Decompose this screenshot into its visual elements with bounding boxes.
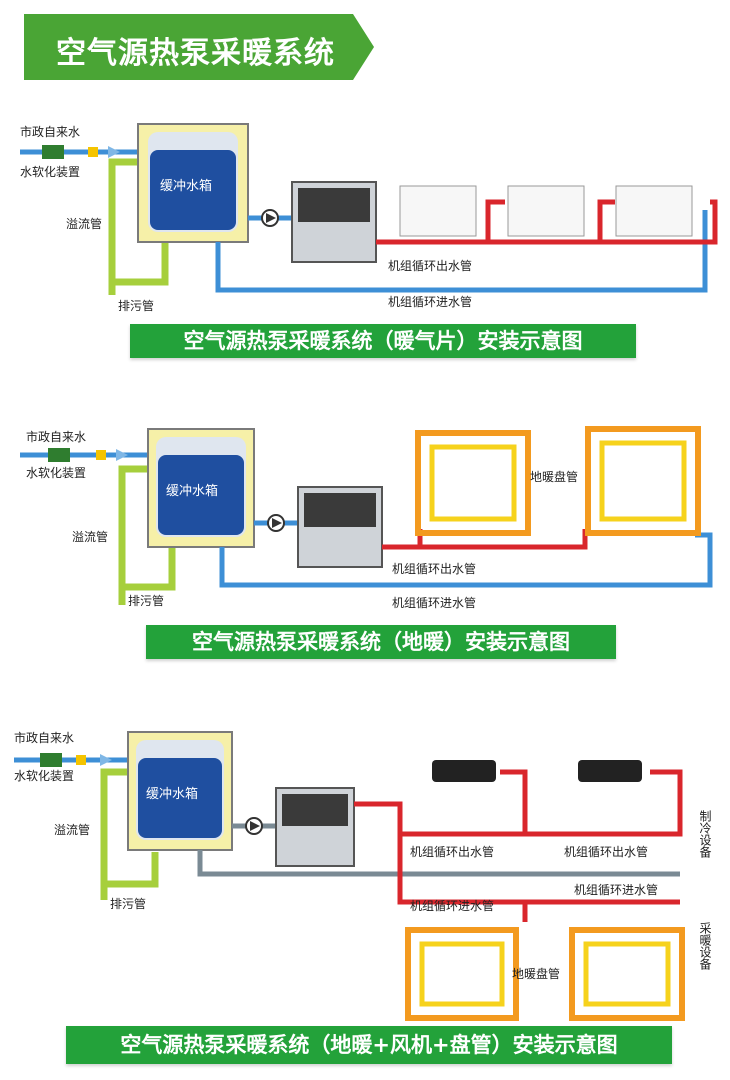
city-water-label: 市政自来水: [26, 429, 86, 444]
return-pipe: [215, 210, 708, 293]
heating-label: 采暖设备: [698, 922, 712, 971]
city-water-label: 市政自来水: [20, 124, 80, 139]
overflow-label: 溢流管: [66, 216, 102, 231]
heat-pump-fan-grille: [282, 794, 348, 826]
diagram-combined: 缓冲水箱 市政自来水 水软化装置 溢流管 排污管 机组循环出水管 机组循环出水管…: [14, 730, 712, 1021]
inlet-valve: [76, 755, 86, 765]
fan-coil-2: [578, 760, 642, 782]
section-radiator-banner: 空气源热泵采暖系统（暖气片）安装示意图: [130, 324, 636, 358]
supply-pipe: [376, 199, 718, 245]
coil-label: 地暖盘管: [530, 469, 578, 484]
flow-arrow-icon: [108, 146, 120, 158]
softener-label: 水软化装置: [26, 466, 86, 480]
buffer-tank-water: [158, 455, 244, 535]
softener-label: 水软化装置: [14, 769, 74, 783]
coil-label: 地暖盘管: [512, 966, 560, 981]
drain-pipe: [112, 240, 169, 286]
in-pipe-label-1: 机组循环进水管: [410, 898, 494, 913]
softener-device: [48, 448, 70, 462]
floor-coil-1: [405, 927, 519, 1021]
section-floor-title: 空气源热泵采暖系统（地暖）安装示意图: [192, 630, 570, 654]
out-pipe-label: 机组循环出水管: [388, 258, 472, 273]
fan-coil-1: [432, 760, 496, 782]
radiator-1: [399, 185, 477, 237]
out-pipe-label-1: 机组循环出水管: [410, 844, 494, 859]
drain-pipe: [104, 852, 159, 888]
softener-device: [42, 145, 64, 159]
supply-pipe-lower: [397, 834, 680, 922]
out-pipe-label: 机组循环出水管: [392, 561, 476, 576]
softener-label: 水软化装置: [20, 165, 80, 179]
drain-label: 排污管: [118, 298, 154, 313]
section-radiator: 缓冲水箱 市政自来水 水软化装置 溢流管 排污管 机组循环出水管 机组循环进水管…: [0, 110, 730, 370]
heat-pump-fan-grille: [304, 493, 376, 527]
flow-arrow-icon: [100, 754, 112, 766]
floor-coil-2-inner: [599, 440, 687, 522]
in-pipe-label-2: 机组循环进水管: [574, 882, 658, 897]
section-floor: 缓冲水箱 市政自来水 水软化装置 溢流管 排污管 地暖盘管 机组循环出水管 机组…: [0, 415, 730, 665]
overflow-label: 溢流管: [54, 822, 90, 837]
diagram-radiator: 缓冲水箱 市政自来水 水软化装置 溢流管 排污管 机组循环出水管 机组循环进水管: [20, 123, 718, 313]
overflow-pipe: [108, 158, 138, 295]
heat-pump-fan-grille: [298, 188, 370, 222]
floor-coil-2-inner: [583, 941, 671, 1007]
section-combined-banner: 空气源热泵采暖系统（地暖+风机+盘管）安装示意图: [66, 1026, 672, 1064]
city-water-label: 市政自来水: [14, 730, 74, 745]
in-pipe-label: 机组循环进水管: [392, 595, 476, 610]
return-pipe: [197, 850, 680, 877]
diagram-floor: 缓冲水箱 市政自来水 水软化装置 溢流管 排污管 地暖盘管 机组循环出水管 机组…: [20, 426, 713, 610]
inlet-valve: [88, 147, 98, 157]
floor-coil-2: [585, 426, 701, 536]
overflow-pipe: [118, 465, 148, 605]
radiator-2: [507, 185, 585, 237]
tank-label: 缓冲水箱: [146, 786, 198, 802]
inlet-valve: [96, 450, 106, 460]
radiator-3: [615, 185, 693, 237]
drain-pipe: [122, 545, 176, 591]
tank-label: 缓冲水箱: [160, 178, 212, 194]
floor-coil-1: [415, 430, 531, 536]
out-pipe-label-2: 机组循环出水管: [564, 844, 648, 859]
cooling-label: 制冷设备: [698, 810, 712, 859]
section-combined: 缓冲水箱 市政自来水 水软化装置 溢流管 排污管 机组循环出水管 机组循环出水管…: [0, 722, 730, 1074]
drain-label: 排污管: [128, 593, 164, 608]
section-radiator-title: 空气源热泵采暖系统（暖气片）安装示意图: [183, 329, 583, 353]
pump-arrow-icon: [266, 213, 276, 223]
overflow-pipe: [100, 768, 128, 900]
softener-device: [40, 753, 62, 767]
main-title: 空气源热泵采暖系统: [56, 36, 335, 71]
pump-arrow-icon: [272, 518, 282, 528]
buffer-tank-water: [150, 150, 236, 230]
section-floor-banner: 空气源热泵采暖系统（地暖）安装示意图: [146, 625, 616, 659]
floor-coil-1-inner: [419, 941, 505, 1007]
pump-arrow-icon: [250, 821, 260, 831]
tank-label: 缓冲水箱: [166, 483, 218, 499]
flow-arrow-icon: [116, 449, 128, 461]
drain-label: 排污管: [110, 896, 146, 911]
return-pipe: [219, 532, 713, 588]
in-pipe-label: 机组循环进水管: [388, 294, 472, 309]
overflow-label: 溢流管: [72, 529, 108, 544]
main-title-tab: 空气源热泵采暖系统: [24, 14, 374, 80]
supply-pipe: [354, 769, 683, 837]
floor-coil-2: [569, 927, 685, 1021]
floor-coil-1-inner: [429, 444, 517, 522]
section-combined-title: 空气源热泵采暖系统（地暖+风机+盘管）安装示意图: [120, 1033, 618, 1057]
buffer-tank-water: [138, 758, 222, 838]
